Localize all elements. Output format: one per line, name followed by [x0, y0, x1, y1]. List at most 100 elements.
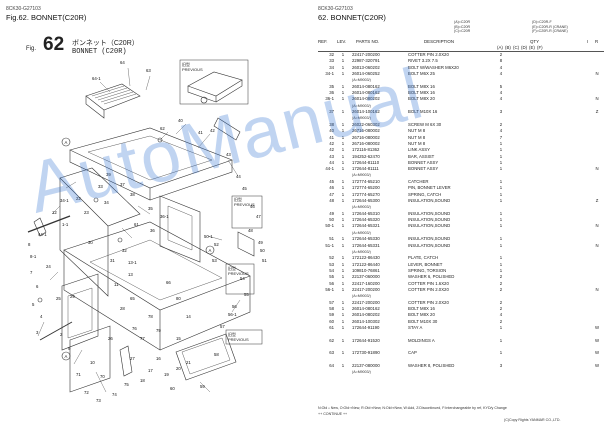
- cell-ref: 34: [329, 64, 334, 70]
- cell-pn: 26022-060302: [352, 121, 380, 127]
- cell-a: 1: [499, 242, 503, 248]
- inset-label-en-4: PREVIOUS: [228, 337, 249, 342]
- cell-a: 1: [499, 159, 503, 165]
- callout-number: 13: [128, 272, 133, 277]
- header-i: I: [587, 39, 589, 44]
- cell-pn: 109810-76861: [352, 267, 380, 273]
- callout-number: 72: [84, 390, 89, 395]
- figure-number: 62: [43, 34, 65, 55]
- cell-pn: 172774-65200: [352, 185, 380, 191]
- cell-r: W: [594, 350, 600, 356]
- callout-number: 44-1: [38, 232, 47, 237]
- cell-desc: NUT M 8: [408, 134, 426, 140]
- cell-lev: 1: [341, 350, 345, 356]
- callout-number: 7: [30, 270, 33, 275]
- callout-number: 9: [68, 346, 71, 351]
- cell-a: 1: [499, 153, 503, 159]
- cell-lev: 1: [341, 280, 345, 286]
- cell-ref: 63: [329, 350, 334, 356]
- inset-label-jp-3: 旧型: [228, 265, 236, 271]
- qty-col-d: (D): [521, 45, 528, 50]
- cell-a: 1: [499, 255, 503, 261]
- callout-number: 28: [120, 306, 125, 311]
- callout-number: 27: [130, 356, 135, 361]
- callout-number: 13-1: [128, 260, 137, 265]
- cell-a: 2: [499, 121, 503, 127]
- cell-ref: 51-1: [325, 242, 334, 248]
- callout-number: 47: [256, 214, 261, 219]
- cell-r: W: [594, 337, 600, 343]
- cell-pn: 26716-080002: [352, 134, 380, 140]
- cell-pn: 26013-060202: [352, 64, 380, 70]
- callout-number: 49: [258, 240, 263, 245]
- qty-col-b: (B): [505, 45, 511, 50]
- cell-lev: 1: [341, 153, 345, 159]
- cell-ref: 50: [329, 217, 334, 223]
- callout-number: 36-1: [160, 214, 169, 219]
- cell-a: 1: [499, 223, 503, 229]
- serial-note: (A=M9003/): [352, 249, 371, 254]
- cell-a: 2: [499, 299, 503, 305]
- cell-lev: 1: [341, 198, 345, 204]
- cell-desc: PIN, BONNET LEVER: [408, 185, 451, 191]
- cell-a: 4: [499, 90, 503, 96]
- cell-desc: BOLT M8X 20: [408, 96, 435, 102]
- callout-number: 18: [140, 378, 145, 383]
- cell-pn: 26014-080162: [352, 90, 380, 96]
- cell-r: Z: [595, 198, 599, 204]
- cell-desc: BOLT M8X 16: [408, 306, 435, 311]
- cell-r: W: [594, 363, 600, 369]
- callout-number: 16: [156, 356, 161, 361]
- cell-ref: 40: [329, 128, 334, 134]
- qty-col-c: (C): [513, 45, 520, 50]
- cell-pn: 172644-65310: [352, 210, 380, 216]
- callout-number: 35: [148, 206, 153, 211]
- callout-number: 62: [160, 126, 165, 131]
- cell-desc: COTTER PIN 2.0X20: [408, 52, 449, 57]
- cell-ref: 51: [329, 236, 334, 242]
- cell-a: 3: [499, 363, 503, 369]
- callout-number: 51: [262, 258, 267, 263]
- callout-number: 75: [124, 382, 129, 387]
- cell-desc: BOLT M6X 25: [408, 71, 435, 77]
- serial-note: (A=M9003/): [352, 230, 371, 235]
- cell-lev: 1: [341, 134, 345, 140]
- legend-item: (D)=C20R-F: [532, 20, 552, 24]
- cell-a: 3: [499, 109, 503, 115]
- cell-pn: 172644-81111: [352, 166, 379, 172]
- cell-pn: 26716-080002: [352, 140, 380, 146]
- cell-ref: 37: [329, 109, 334, 115]
- callout-number: 66: [166, 280, 171, 285]
- cell-ref: 50-1: [325, 223, 334, 229]
- cell-lev: 1: [341, 210, 345, 216]
- header-description: DESCRIPTION: [424, 39, 455, 44]
- callout-number: 50-1: [204, 234, 213, 239]
- cell-pn: 22417-200200: [352, 286, 380, 292]
- cell-r: N: [595, 71, 599, 77]
- continue-note: ++ CONTINUE ++: [318, 412, 348, 416]
- cell-ref: 35: [329, 83, 334, 89]
- legend-item: (A)=C20R: [454, 20, 471, 24]
- diagram-code: 8CK30-G27103: [6, 6, 41, 12]
- cell-desc: INSULATION,SOUND: [408, 198, 451, 204]
- figure-label: Fig.: [26, 46, 37, 52]
- cell-ref: 32: [329, 52, 334, 57]
- cell-pn: 172730-91890: [352, 350, 380, 356]
- diagram-panel: 8CK30-G27103 Fig.62. BONNET(C20R) Fig. 6…: [0, 0, 300, 432]
- callout-number: 20: [176, 366, 181, 371]
- cell-lev: 1: [341, 337, 345, 343]
- callout-number: 33: [98, 184, 103, 189]
- callout-number: 2: [60, 332, 63, 337]
- callout-number: 31: [110, 258, 115, 263]
- callout-number: 48: [248, 228, 253, 233]
- cell-ref: 44-1: [325, 166, 334, 172]
- qty-col-f: (F): [537, 45, 543, 50]
